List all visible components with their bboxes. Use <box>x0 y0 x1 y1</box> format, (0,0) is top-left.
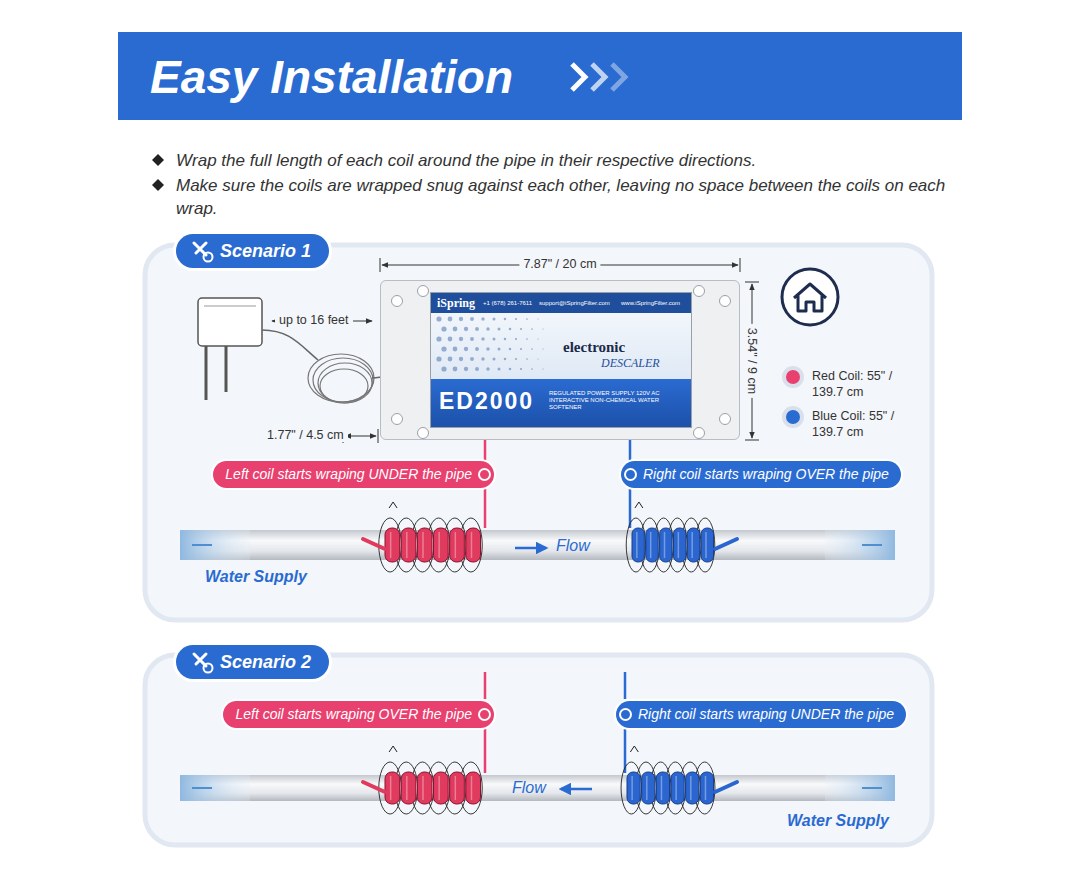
callout-text: Left coil starts wraping UNDER the pipe <box>225 466 472 482</box>
legend-row: Blue Coil: 55" / 139.7 cm <box>786 408 907 440</box>
coil-wire <box>629 440 632 461</box>
screw-hole <box>693 427 705 439</box>
flow-arrow <box>515 548 592 789</box>
coil-winding <box>621 746 737 814</box>
power-adapter <box>198 298 402 403</box>
legend-text: Blue Coil: 55" / 139.7 cm <box>812 408 907 440</box>
coil-winding <box>363 502 482 572</box>
callout-text: Left coil starts wraping OVER the pipe <box>235 706 472 722</box>
descaler-unit: iSpring +1 (678) 261-7611 support@iSpringF… <box>380 280 740 440</box>
scenario-title: Scenario 1 <box>220 241 311 261</box>
scenario-panel <box>145 655 932 845</box>
screw-hole <box>719 413 731 425</box>
dimension-lines <box>272 258 759 443</box>
device-text: support@iSpringFilter.com <box>539 300 610 307</box>
pipe <box>180 530 895 801</box>
flow-label: Flow <box>512 779 546 797</box>
screw-hole <box>391 295 403 307</box>
callout-text: Right coil starts wraping OVER the pipe <box>643 466 889 482</box>
legend-text: Red Coil: 55" / 139.7 cm <box>812 368 907 400</box>
legend-row: Red Coil: 55" / 139.7 cm <box>786 368 907 400</box>
scenario-badge: Scenario 1 <box>176 234 329 268</box>
tool-icon <box>190 650 214 674</box>
instruction-note: Wrap the full length of each coil around… <box>176 149 966 172</box>
wire-dot <box>478 708 491 721</box>
coil-wire <box>484 440 487 461</box>
device-text: ED2000 <box>439 388 534 414</box>
water-supply-label: Water Supply <box>205 568 307 586</box>
device-text: www.iSpringFilter.com <box>621 300 680 307</box>
dimension-label: up to 16 feet <box>275 313 353 327</box>
device-label-face: iSpring +1 (678) 261-7611 support@iSpringF… <box>430 292 692 428</box>
scenario-panel <box>145 245 932 620</box>
legend-swatch <box>786 370 800 384</box>
title: Easy Installation <box>150 50 513 104</box>
screw-hole <box>693 285 705 297</box>
wire-dot <box>478 468 491 481</box>
flow-label: Flow <box>556 537 590 555</box>
screw-hole <box>417 285 429 297</box>
tool-icon <box>190 239 214 263</box>
callout-pill: Right coil starts wraping UNDER the pipe <box>616 701 906 728</box>
bullet-mark <box>152 179 164 191</box>
device-text: REGULATED POWER SUPPLY 120V AC INTERACTI… <box>549 390 679 411</box>
coil-wire <box>485 489 630 773</box>
device-text: electronic <box>563 339 625 356</box>
dimension-label: 3.54" / 9 cm <box>745 324 759 398</box>
device-text: DESCALER <box>601 357 660 371</box>
screw-hole <box>391 413 403 425</box>
house-icon <box>782 269 838 325</box>
dimension-label: 1.77" / 4.5 cm <box>263 428 348 442</box>
callout-pill: Right coil starts wraping OVER the pipe <box>621 461 901 488</box>
coil-winding <box>363 746 482 814</box>
bullet-mark <box>152 154 164 166</box>
coils <box>363 502 737 814</box>
dimension-label: 7.87" / 20 cm <box>519 257 600 271</box>
scenario-badge: Scenario 2 <box>176 645 329 679</box>
legend-swatch <box>786 410 800 424</box>
wire-dot <box>619 708 632 721</box>
device-text: +1 (678) 261-7611 <box>483 300 532 307</box>
title-banner <box>118 32 962 120</box>
scenario-title: Scenario 2 <box>220 652 311 672</box>
wire-dot <box>624 468 637 481</box>
callout-pill: Left coil starts wraping OVER the pipe <box>223 701 494 728</box>
screw-hole <box>719 295 731 307</box>
callout-pill: Left coil starts wraping UNDER the pipe <box>213 461 494 488</box>
device-text: iSpring <box>437 297 475 311</box>
chevrons <box>572 64 625 90</box>
coil-winding <box>626 502 737 572</box>
callout-text: Right coil starts wraping UNDER the pipe <box>638 706 894 722</box>
water-supply-label: Water Supply <box>787 812 889 830</box>
instruction-note: Make sure the coils are wrapped snug aga… <box>176 174 966 220</box>
screw-hole <box>417 427 429 439</box>
